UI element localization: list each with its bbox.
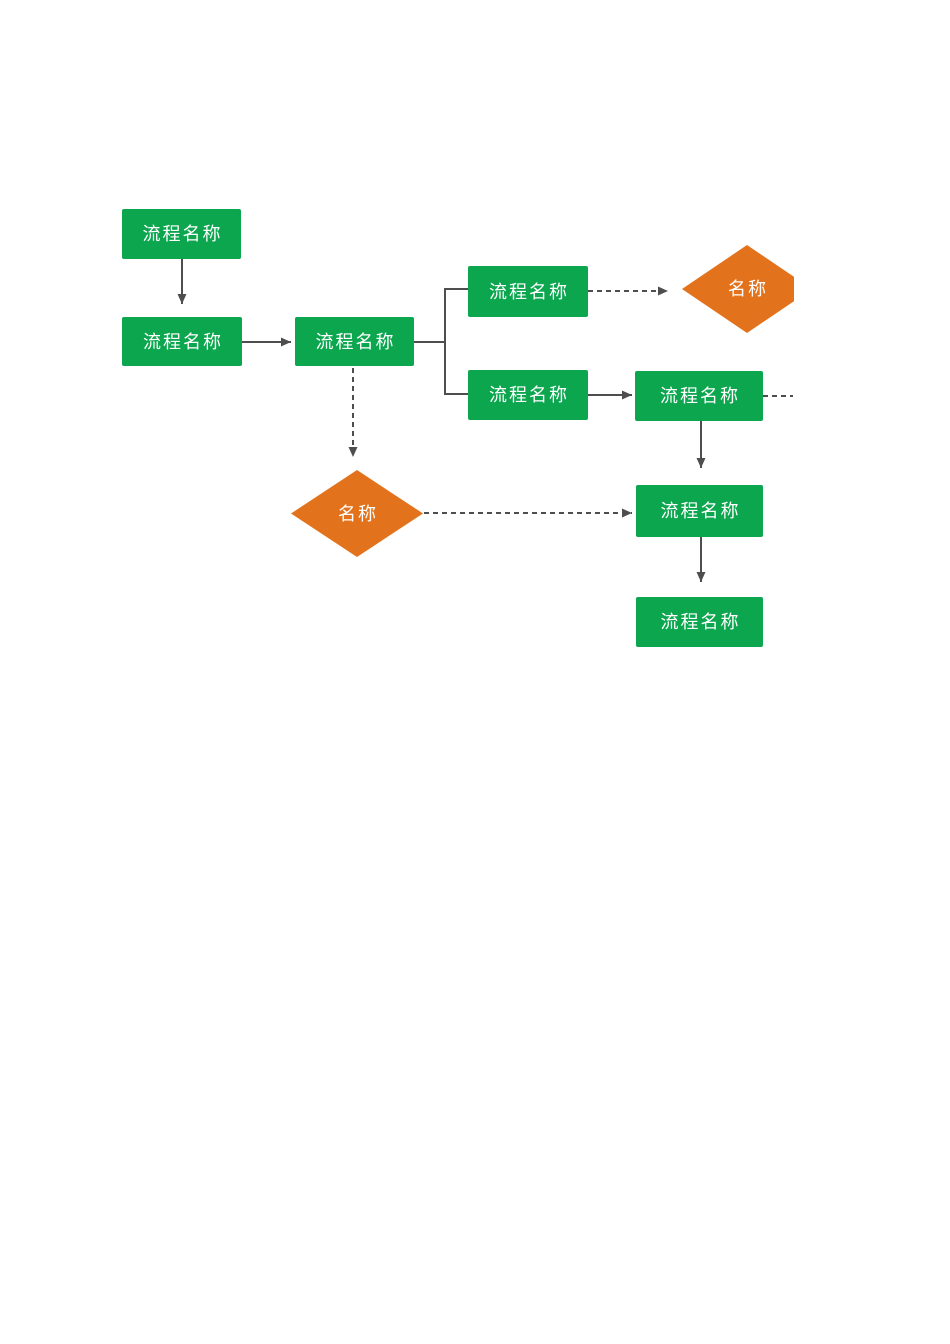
flow-node-process-1[interactable]: 流程名称	[122, 209, 241, 259]
connector-process3-branch-elbow	[414, 288, 468, 395]
node-label: 流程名称	[315, 331, 396, 352]
node-label: 流程名称	[660, 612, 741, 632]
flow-node-process-8[interactable]: 流程名称	[636, 597, 763, 647]
node-label: 流程名称	[142, 224, 223, 244]
flow-node-process-3[interactable]: 流程名称	[295, 317, 414, 366]
node-label: 流程名称	[489, 385, 569, 405]
flow-node-process-4[interactable]: 流程名称	[468, 266, 588, 317]
node-label: 名称	[338, 503, 378, 524]
flow-node-process-5[interactable]: 流程名称	[468, 370, 588, 420]
node-label: 流程名称	[143, 331, 223, 352]
flow-node-decision-2[interactable]: 名称	[291, 470, 423, 557]
flow-node-process-7[interactable]: 流程名称	[636, 485, 763, 537]
node-label: 名称	[728, 279, 768, 299]
node-label: 流程名称	[489, 281, 569, 302]
flow-node-process-2[interactable]: 流程名称	[122, 317, 242, 366]
node-label: 流程名称	[660, 501, 741, 521]
flow-node-process-6[interactable]: 流程名称	[635, 371, 763, 421]
flow-node-decision-1[interactable]: 名称	[682, 245, 812, 333]
page-edge-mask	[794, 0, 950, 1344]
node-label: 流程名称	[660, 386, 740, 406]
